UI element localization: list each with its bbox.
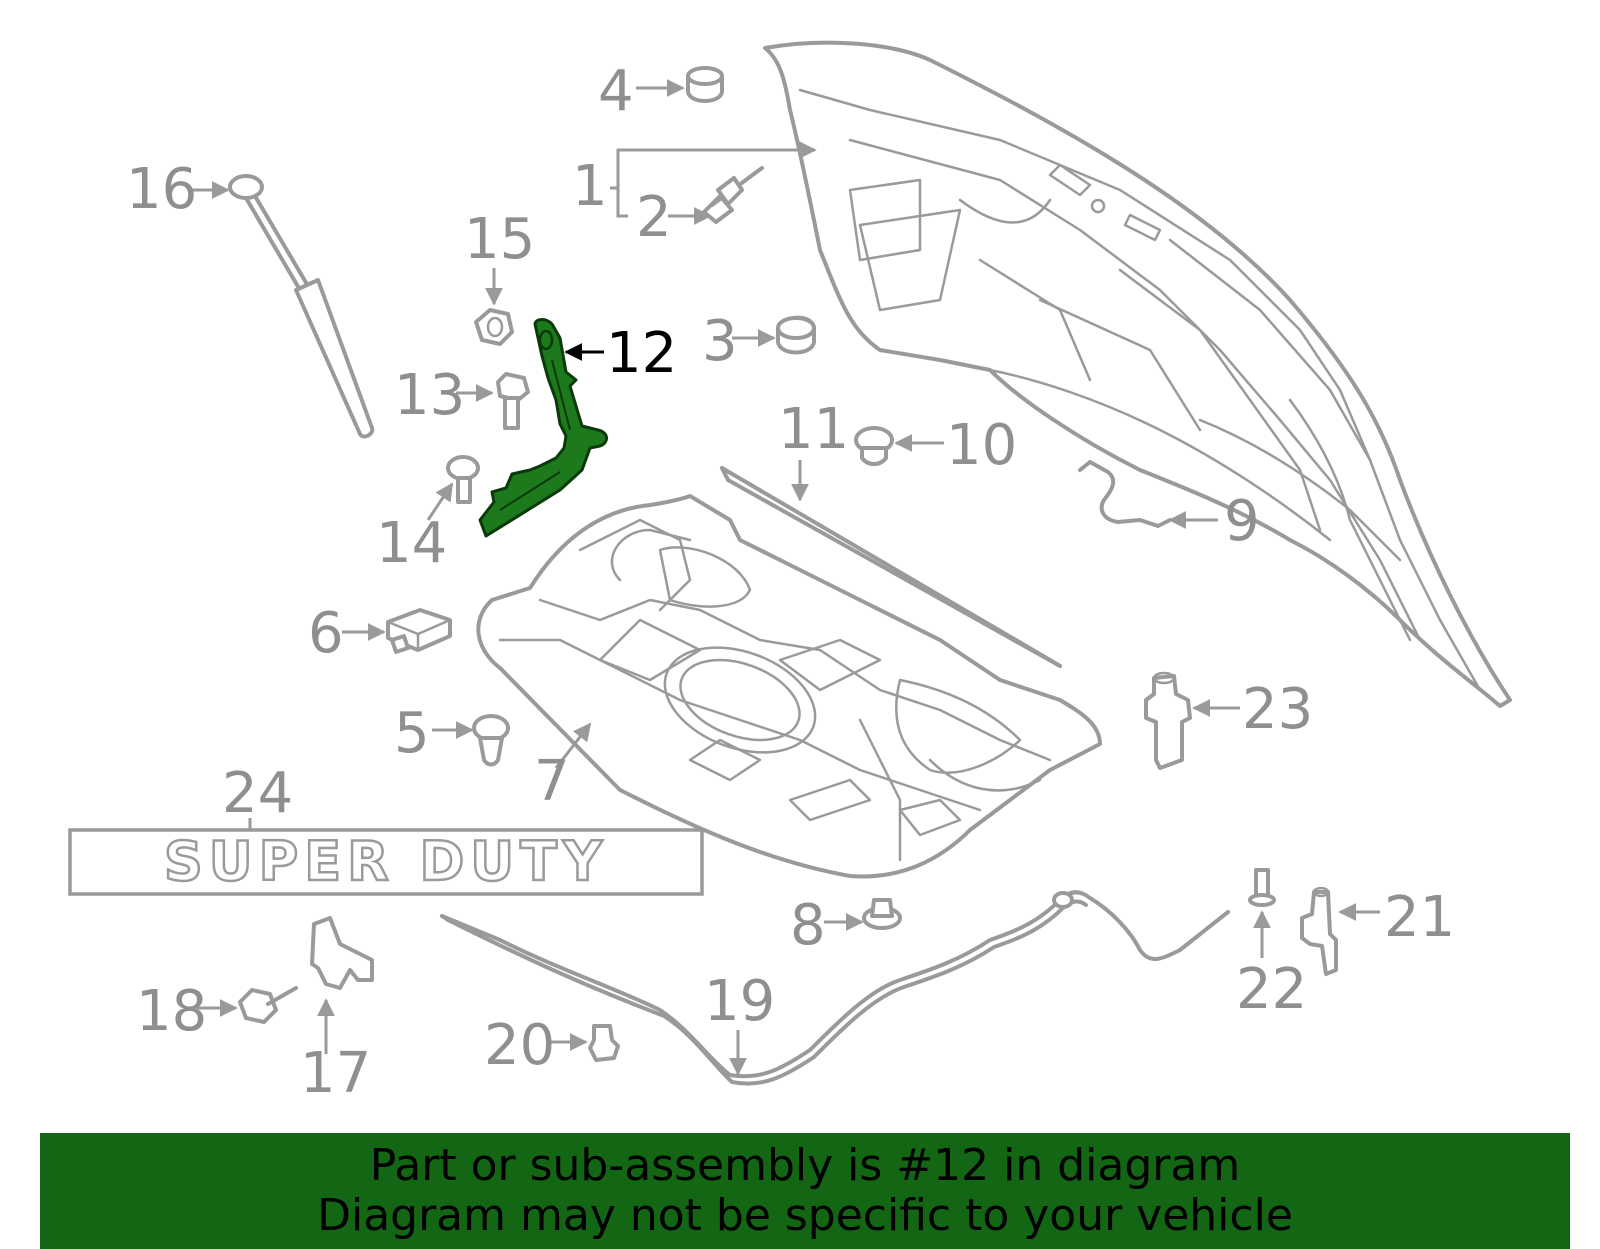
emblem-text: SUPER DUTY (164, 830, 608, 893)
footer-line-1: Part or sub-assembly is #12 in diagram (369, 1140, 1241, 1191)
callout-15: 15 (464, 207, 535, 272)
bolt-18 (238, 986, 298, 1024)
latch-23 (1144, 671, 1192, 770)
hood-lift-support (228, 174, 375, 439)
callout-labels: 1 2 3 4 5 6 7 8 9 10 11 12 13 14 15 16 1… (126, 59, 1455, 1106)
hex-nut (474, 308, 514, 346)
clip-10 (854, 426, 894, 466)
callout-24: 24 (222, 761, 293, 826)
callout-3: 3 (702, 309, 738, 374)
release-cable-19 (440, 890, 1230, 1086)
leader-lines (188, 79, 1380, 1076)
push-clip-5 (472, 714, 510, 767)
latch-21 (1300, 886, 1338, 976)
fastener-20 (588, 1024, 620, 1062)
callout-22: 22 (1236, 957, 1307, 1022)
callout-23: 23 (1242, 677, 1313, 742)
highlighted-part-12-bracket (478, 318, 608, 538)
callout-1: 1 (572, 154, 608, 219)
footer-banner: Part or sub-assembly is #12 in diagram D… (40, 1133, 1570, 1249)
super-duty-emblem: SUPER DUTY (68, 828, 704, 896)
callout-9: 9 (1224, 489, 1260, 554)
hood-seal-strip (720, 466, 1062, 668)
hood-panel (763, 40, 1512, 708)
prop-rod-9 (1078, 460, 1172, 528)
callout-5: 5 (394, 701, 430, 766)
callout-14: 14 (376, 511, 447, 576)
callout-16: 16 (126, 157, 197, 222)
callout-18: 18 (136, 979, 207, 1044)
callout-4: 4 (598, 59, 634, 124)
callout-12: 12 (606, 321, 677, 386)
bolt-14 (446, 455, 480, 504)
bolt-13 (496, 372, 530, 430)
callout-20: 20 (484, 1013, 555, 1078)
callout-2: 2 (636, 185, 672, 250)
grommet-8 (862, 898, 902, 930)
hood-insulator (476, 494, 1102, 879)
callout-21: 21 (1384, 885, 1455, 950)
callout-10: 10 (946, 413, 1017, 478)
callout-8: 8 (790, 893, 826, 958)
footer-line-2: Diagram may not be specific to your vehi… (317, 1190, 1293, 1241)
callout-19: 19 (704, 969, 775, 1034)
hood-bumper-side (776, 315, 816, 355)
callout-13: 13 (394, 363, 465, 428)
callout-6: 6 (308, 601, 344, 666)
hood-bumper-top (686, 66, 724, 103)
callout-17: 17 (300, 1041, 371, 1106)
hood-bumper-clip (702, 166, 764, 224)
callout-7: 7 (534, 749, 570, 814)
bracket-17 (310, 916, 374, 990)
hood-switch-6 (386, 608, 452, 654)
pin-22 (1248, 868, 1276, 907)
callout-11: 11 (778, 397, 849, 462)
